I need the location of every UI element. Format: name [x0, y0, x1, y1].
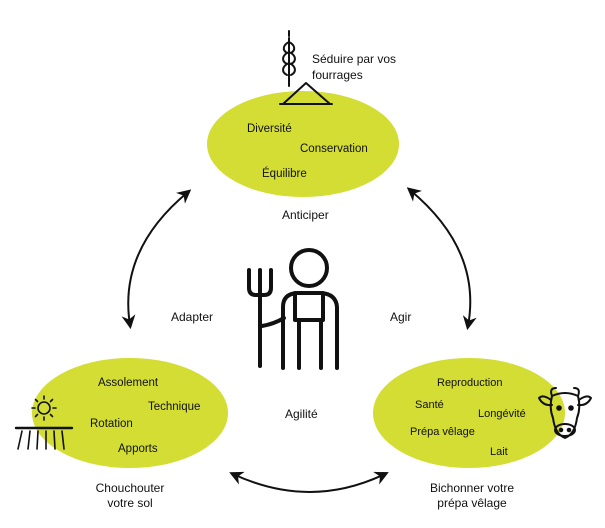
left-item-assolement: Assolement	[98, 377, 159, 389]
cow-head-icon	[538, 387, 592, 439]
farmer-pitchfork-icon	[247, 248, 339, 370]
top-item-diversite: Diversité	[247, 123, 292, 135]
right-item-lait: Lait	[490, 446, 508, 458]
right-item-reproduction: Reproduction	[437, 377, 503, 389]
bottom-double-arrow	[229, 471, 389, 493]
sun-field-icon	[14, 395, 74, 450]
right-item-sante: Santé	[415, 399, 444, 411]
right-caption-line1: Bichonner votre	[429, 481, 515, 495]
wheat-haystack-icon	[279, 30, 333, 105]
label-agir: Agir	[390, 310, 412, 324]
top-item-conservation: Conservation	[300, 143, 368, 155]
left-caption-line2: votre sol	[107, 496, 153, 510]
right-ellipse	[373, 358, 565, 468]
top-ellipse	[207, 91, 399, 197]
right-item-longevite: Longévité	[478, 408, 526, 420]
right-double-arrow	[406, 187, 477, 331]
label-adapter: Adapter	[171, 310, 214, 324]
right-caption-line2: prépa vêlage	[437, 496, 507, 510]
left-item-rotation: Rotation	[90, 418, 133, 430]
left-item-technique: Technique	[148, 401, 201, 413]
top-caption-line1: Séduire par vos	[312, 52, 397, 66]
left-ellipse	[32, 358, 228, 468]
label-agilite: Agilité	[285, 407, 318, 421]
top-caption-line2: fourrages	[312, 68, 363, 82]
left-caption-line1: Chouchouter	[95, 481, 165, 495]
top-item-equilibre: Équilibre	[262, 168, 307, 180]
left-item-apports: Apports	[118, 443, 158, 455]
left-double-arrow	[121, 189, 192, 330]
right-item-prepa-velage: Prépa vêlage	[410, 426, 475, 438]
label-anticiper: Anticiper	[282, 208, 329, 222]
